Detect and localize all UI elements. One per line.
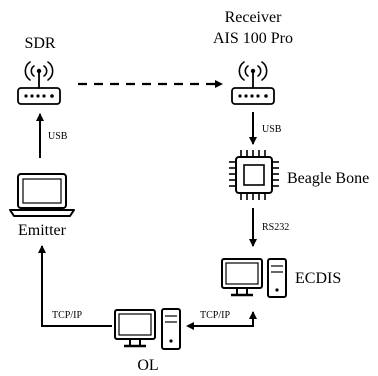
receiver-label-line2: AIS 100 Pro <box>213 30 293 47</box>
receiver-router-icon <box>231 61 275 105</box>
ol-to-ecdis-arrowhead-left <box>186 322 194 330</box>
ol-to-emitter-label: TCP/IP <box>52 310 82 321</box>
emitter-label: Emitter <box>18 222 67 239</box>
ol-to-emitter-arrow <box>38 245 112 327</box>
emitter-laptop-icon <box>9 173 75 217</box>
ol-to-ecdis-arrow <box>188 311 257 327</box>
beaglebone-label: Beagle Bone <box>287 170 369 187</box>
sdr-router-icon <box>17 61 61 105</box>
receiver-label-line1: Receiver <box>225 9 283 26</box>
ol-to-ecdis-label: TCP/IP <box>200 310 230 321</box>
ol-label: OL <box>137 357 158 374</box>
emitter-to-sdr-label: USB <box>48 131 68 142</box>
ecdis-label: ECDIS <box>295 270 341 287</box>
sdr-label: SDR <box>24 35 55 52</box>
beaglebone-to-ecdis-label: RS232 <box>262 222 289 233</box>
beaglebone-chip-icon <box>229 150 279 200</box>
ecdis-desktop-computer-icon <box>221 258 287 298</box>
ol-desktop-computer-icon <box>114 308 181 350</box>
receiver-to-beaglebone-label: USB <box>262 124 282 135</box>
